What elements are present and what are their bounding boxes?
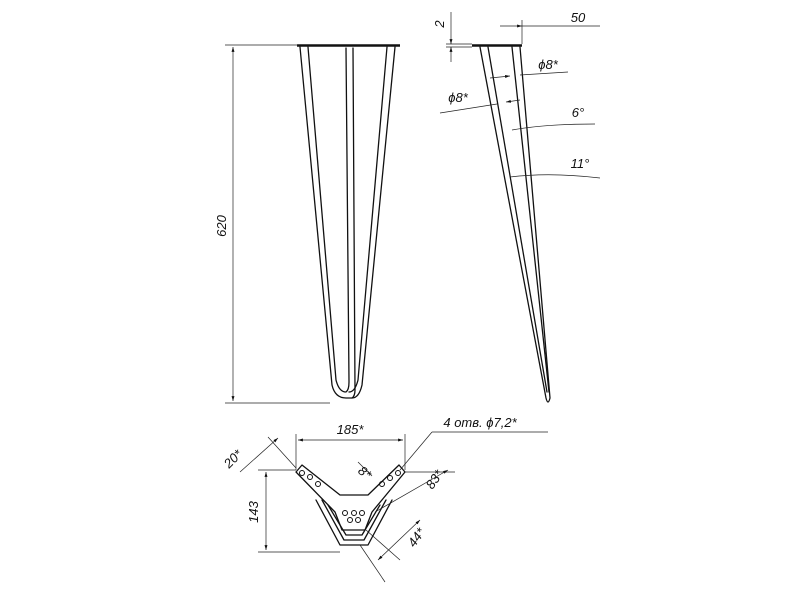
dim-phi8-left-arrow <box>505 99 521 103</box>
front-view: 620 <box>214 44 400 404</box>
dim-44-line <box>377 519 421 561</box>
dim-2-label: 2 <box>432 20 447 29</box>
plate-view: 185* 4 отв. ϕ7,2* 20* 8* 83* 143 44* <box>220 415 548 583</box>
front-rod-right-inner <box>348 46 388 393</box>
dim-83-label: 83* <box>423 466 447 491</box>
dim-185-label: 185* <box>337 422 365 437</box>
dim-11deg-label: 11° <box>571 156 590 171</box>
mount-hole <box>379 481 385 487</box>
dim-83-line <box>374 469 449 513</box>
dim-8-label: 8* <box>355 463 375 483</box>
dim-20-line <box>239 437 279 473</box>
mount-hole <box>347 517 353 523</box>
dim-20-label: 20* <box>220 446 246 472</box>
dim-holes-label: 4 отв. ϕ7,2* <box>443 415 517 430</box>
v-mounting-plate <box>295 464 406 531</box>
dim-8-line <box>357 461 373 477</box>
plate-rods-inner <box>321 499 387 541</box>
dim-6deg-label: 6° <box>572 105 584 120</box>
front-rod-right-outer <box>351 46 396 399</box>
dim-50-label: 50 <box>571 10 586 25</box>
dim-phi8-left-label: ϕ8* <box>448 90 468 105</box>
side-view: 2 50 ϕ8* ϕ8* 6° 11° <box>432 10 601 403</box>
mount-hole <box>359 510 365 516</box>
dim-phi8-right-label: ϕ8* <box>538 57 558 72</box>
dim-20-extension <box>267 436 297 469</box>
mount-hole <box>351 510 357 516</box>
mount-hole <box>387 475 393 481</box>
dim-44-label: 44* <box>405 524 429 549</box>
mount-hole <box>299 470 305 476</box>
side-rod-outer <box>479 46 551 403</box>
dim-phi8-right-leader <box>519 71 569 76</box>
dim-143-label: 143 <box>246 500 261 522</box>
mount-hole <box>315 481 321 487</box>
dim-620-label: 620 <box>214 214 229 236</box>
dim-phi8-right-arrow <box>489 75 511 79</box>
front-rod-left-outer <box>299 46 356 399</box>
dim-11deg-arc <box>509 174 601 179</box>
dim-44-extension-2 <box>359 544 386 583</box>
plate-rods-center <box>327 504 381 536</box>
mount-hole <box>307 474 313 480</box>
mount-hole <box>355 517 361 523</box>
dim-holes-leader <box>399 431 433 471</box>
mount-hole <box>395 470 401 476</box>
plate-rods-outer <box>315 499 393 546</box>
side-rod-inner <box>487 46 550 393</box>
front-rod-left-inner <box>307 46 350 393</box>
dim-6deg-arc <box>511 123 596 131</box>
mount-hole <box>342 510 348 516</box>
dim-phi8-left-leader <box>439 103 498 114</box>
